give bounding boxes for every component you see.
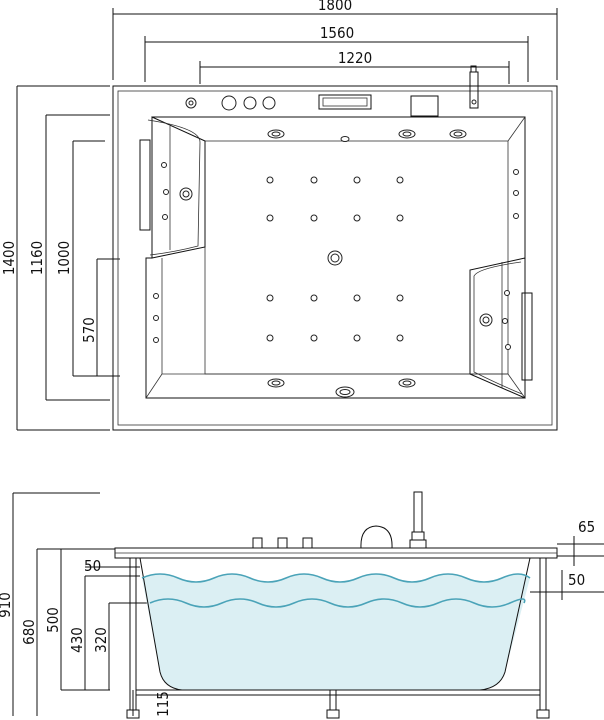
dim-width-1560: 1560 (144, 24, 529, 82)
dim-inner-50: 50 (84, 557, 140, 575)
rim-fittings (252, 491, 427, 549)
top-view: 1800 1560 1220 1400 1160 (0, 0, 558, 431)
dim-height-570: 570 (80, 258, 120, 377)
dim-width-1800: 1800 (112, 0, 558, 80)
water-wave-lower (149, 598, 526, 608)
side-view: 910 680 500 430 320 50 (0, 491, 604, 719)
dim-width-1220: 1220 (199, 49, 510, 84)
dim-label-1220: 1220 (338, 49, 372, 67)
wall-jets (153, 129, 519, 398)
dim-rim-65: 65 (557, 518, 604, 566)
headrest-right (469, 257, 533, 399)
water-volume (142, 574, 530, 690)
dim-height-1400: 1400 (0, 85, 110, 431)
floor-jets (266, 176, 404, 342)
dim-height-910: 910 (0, 492, 100, 716)
dim-height-1160: 1160 (28, 114, 110, 401)
dim-height-430: 430 (68, 575, 140, 690)
tub-rim-inner-edge (117, 90, 553, 426)
dim-label-115: 115 (154, 691, 172, 717)
dim-label-1560: 1560 (320, 24, 354, 42)
dim-label-65: 65 (578, 518, 595, 536)
dim-label-1160: 1160 (28, 241, 46, 275)
dim-label-430: 430 (68, 627, 86, 653)
dim-label-910: 910 (0, 592, 14, 618)
rim-controls (185, 65, 479, 117)
dim-label-1400: 1400 (0, 241, 18, 275)
headrest-left (139, 116, 206, 259)
dim-rim-50: 50 (530, 570, 604, 600)
dim-label-320: 320 (92, 627, 110, 653)
dim-label-680: 680 (20, 619, 38, 645)
dim-label-right-50: 50 (568, 571, 585, 589)
dim-label-500: 500 (44, 607, 62, 633)
dim-label-1800: 1800 (318, 0, 352, 14)
dim-height-680: 680 (20, 548, 115, 716)
dim-label-1000: 1000 (55, 241, 73, 275)
water-wave-upper (141, 573, 531, 583)
dim-height-500: 500 (44, 549, 110, 691)
tub-outer-rim (112, 85, 558, 431)
dim-label-inner-50: 50 (84, 557, 101, 575)
support-frame (126, 558, 550, 719)
dim-leg-115: 115 (132, 690, 172, 717)
dim-label-570: 570 (80, 317, 98, 343)
